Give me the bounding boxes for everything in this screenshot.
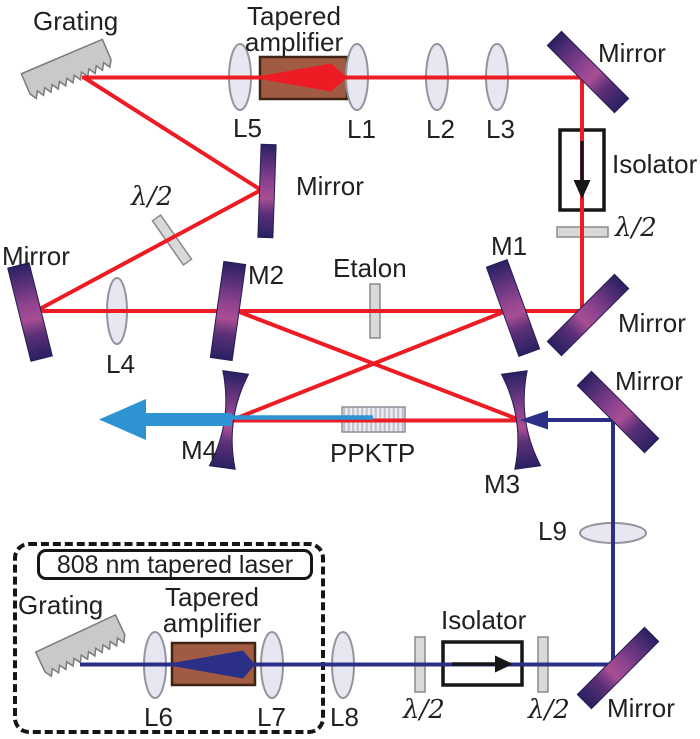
hwp-bottom-2-label: λ/2	[528, 695, 570, 725]
infrared-arrowhead-m3	[520, 410, 548, 430]
lens-l7-label: L7	[257, 702, 286, 732]
mirror-center-label: Mirror	[296, 171, 364, 201]
ta-top-line1: Tapered	[247, 1, 341, 31]
ta-bot-line2: amplifier	[162, 608, 262, 638]
mirror-top-right	[546, 30, 630, 114]
isolator-bottom-arrow	[452, 655, 513, 673]
mirror-bottom-right	[576, 626, 660, 710]
lens-l4-label: L4	[106, 349, 135, 379]
lens-l5-label: L5	[233, 113, 262, 143]
hwp-bottom-1-label: λ/2	[403, 695, 445, 725]
blue-output-arrow	[99, 399, 232, 440]
tapered-amplifier-top-label: Tapered amplifier	[234, 3, 354, 55]
lens-l6-label: L6	[144, 702, 173, 732]
grating-bottom-label: Grating	[18, 590, 104, 620]
grating-top-label: Grating	[33, 6, 119, 36]
mirror-left	[7, 262, 53, 362]
m4-label: M4	[181, 435, 218, 465]
tapered-amplifier-bottom-label: Tapered amplifier	[152, 584, 272, 636]
hwp-top-right-label: λ/2	[615, 213, 657, 243]
m3-label: M3	[484, 469, 521, 499]
red-laser-beams	[35, 75, 584, 423]
grating-top	[20, 38, 112, 100]
mirror-mid-right-label: Mirror	[618, 308, 686, 338]
ta-top-line2: amplifier	[244, 27, 344, 57]
lens-l8-label: L8	[330, 702, 359, 732]
mirror-mid-right	[546, 273, 630, 357]
mirror-top-right-label: Mirror	[598, 38, 666, 68]
mirror-center	[257, 143, 277, 239]
lens-l1-label: L1	[347, 114, 376, 144]
ppktp-label: PPKTP	[330, 438, 416, 468]
hwp-left-label: λ/2	[131, 182, 173, 212]
mirror-m1	[485, 258, 541, 358]
mirror-bottom-right-label: Mirror	[607, 693, 675, 723]
m2-label: M2	[248, 260, 285, 290]
mirror-right	[576, 370, 660, 454]
etalon-label: Etalon	[333, 253, 407, 283]
ta-bot-line1: Tapered	[165, 582, 259, 612]
lens-l9-label: L9	[538, 516, 567, 546]
tapered-laser-box-title: 808 nm tapered laser	[37, 549, 313, 580]
m1-label: M1	[491, 231, 528, 261]
tapered-laser-dashed-box	[13, 542, 325, 734]
mirror-right-label: Mirror	[615, 366, 683, 396]
isolator-bottom-label: Isolator	[441, 605, 527, 635]
mirror-left-label: Mirror	[2, 241, 70, 271]
isolator-top-arrow	[573, 141, 591, 199]
grating-bottom	[34, 613, 126, 678]
isolator-top-label: Isolator	[612, 149, 698, 179]
lens-l3-label: L3	[486, 114, 515, 144]
mirror-m2	[209, 260, 247, 362]
infrared-laser-beams	[80, 418, 615, 667]
lens-l2-label: L2	[426, 114, 455, 144]
